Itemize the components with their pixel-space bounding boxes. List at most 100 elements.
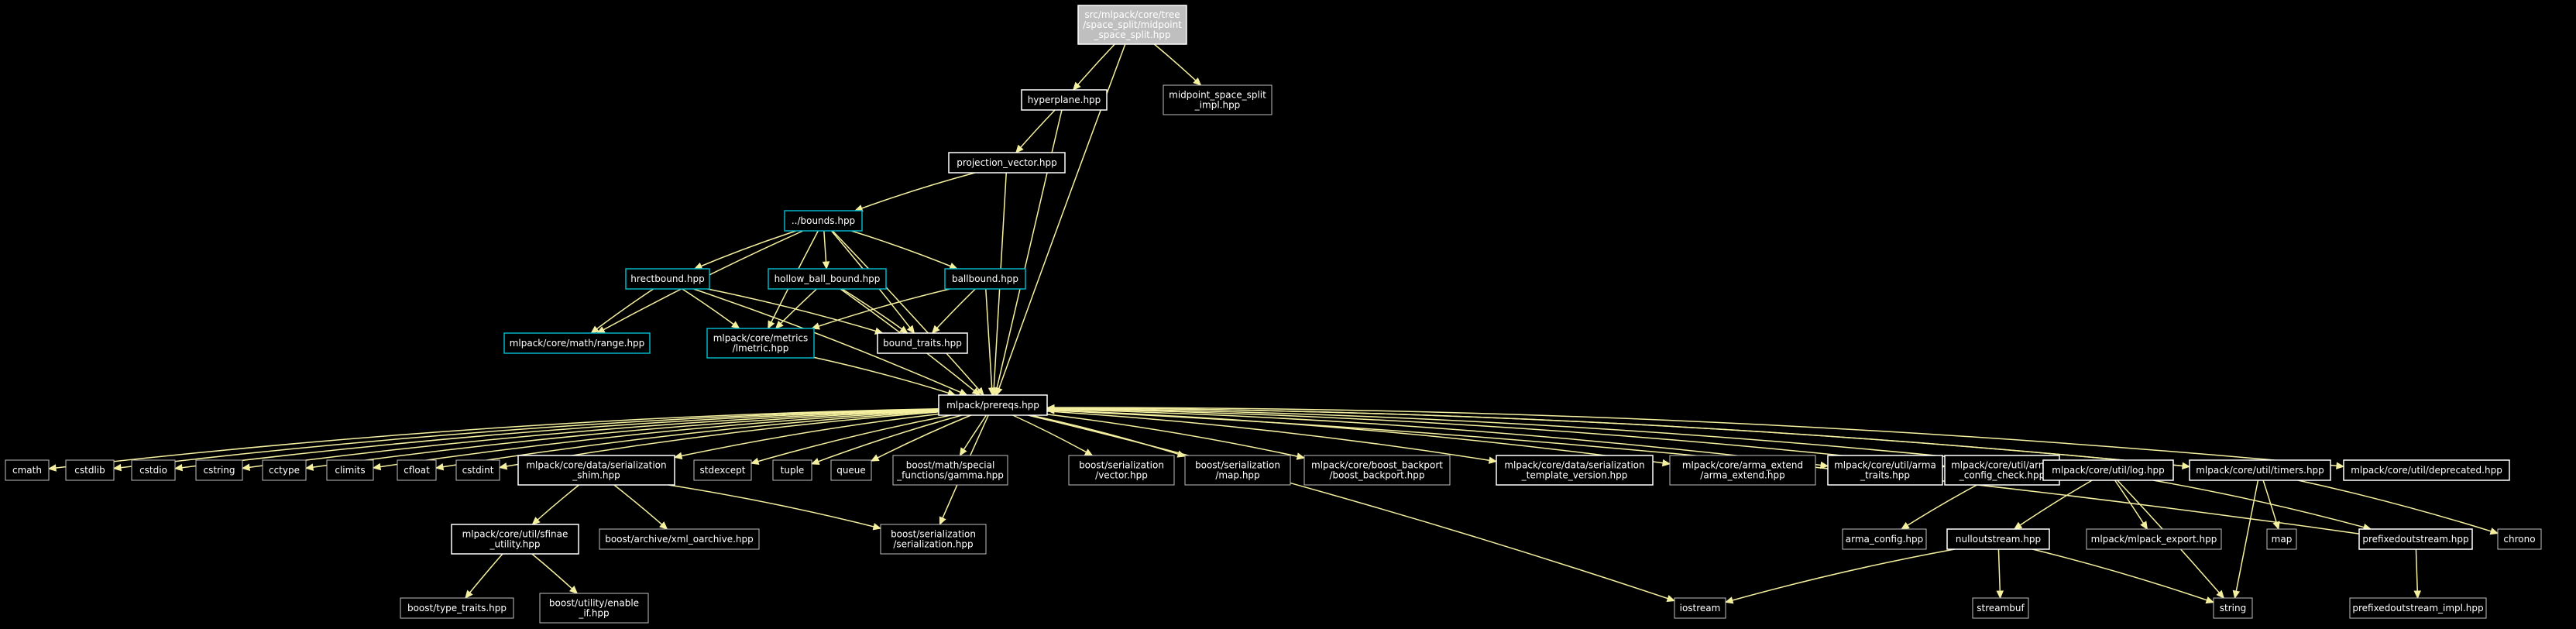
arrowhead bbox=[931, 325, 940, 334]
node-label: map bbox=[2272, 534, 2293, 545]
node-deprecated[interactable]: mlpack/core/util/deprecated.hpp bbox=[2343, 459, 2510, 481]
node-btraits[interactable]: bound_traits.hpp bbox=[877, 332, 968, 354]
node-label: mlpack/core/util/arma bbox=[1834, 460, 1936, 471]
node-label: mlpack/core/boost_backport bbox=[1311, 460, 1443, 471]
edge-line bbox=[994, 109, 1063, 396]
edge-prereqs-to-cfloat bbox=[434, 411, 939, 471]
arrowhead bbox=[1724, 596, 1734, 604]
arrowhead bbox=[987, 387, 996, 397]
edge-prereqs-to-cstring bbox=[241, 409, 939, 471]
node-box bbox=[65, 459, 115, 481]
node-cctype: cctype bbox=[262, 459, 307, 481]
node-template[interactable]: mlpack/core/data/serialization_template_… bbox=[1496, 455, 1654, 486]
nodes-layer: src/mlpack/core/tree/space_split/midpoin… bbox=[5, 5, 2542, 624]
edge-root-to-hyperplane bbox=[1072, 43, 1115, 91]
node-box bbox=[2343, 459, 2510, 481]
arrowhead bbox=[47, 464, 57, 472]
node-cstdint: cstdint bbox=[455, 459, 500, 481]
node-prereqs[interactable]: mlpack/prereqs.hpp bbox=[938, 394, 1048, 416]
arrowhead bbox=[1488, 456, 1498, 464]
node-armatraits[interactable]: mlpack/core/util/arma_traits.hpp bbox=[1827, 455, 1943, 486]
edge-prereqs-to-cstdio bbox=[173, 408, 939, 472]
node-bounds[interactable]: ../bounds.hpp bbox=[784, 210, 863, 232]
node-shim[interactable]: mlpack/core/data/serialization_shim.hpp bbox=[517, 455, 675, 486]
node-cstdio: cstdio bbox=[131, 459, 176, 481]
node-hrect[interactable]: hrectbound.hpp bbox=[625, 268, 710, 290]
node-label: bound_traits.hpp bbox=[883, 338, 962, 349]
edge-line bbox=[812, 288, 950, 329]
edge-line bbox=[1012, 414, 1093, 456]
node-label: queue bbox=[836, 465, 866, 476]
edge-root-to-midimpl bbox=[1153, 43, 1202, 86]
node-label: stdexcept bbox=[700, 465, 746, 476]
node-label: boost/archive/xml_oarchive.hpp bbox=[605, 534, 754, 545]
node-range[interactable]: mlpack/core/math/range.hpp bbox=[503, 332, 651, 354]
edge-line bbox=[305, 409, 939, 469]
node-prefixed[interactable]: prefixedoutstream.hpp bbox=[2358, 528, 2473, 550]
node-box bbox=[1972, 597, 2029, 619]
node-prefimpl: prefixedoutstream_impl.hpp bbox=[2349, 597, 2487, 619]
node-box bbox=[1021, 89, 1108, 111]
node-label: chrono bbox=[2503, 534, 2535, 545]
node-bsmap: boost/serialization/map.hpp bbox=[1184, 455, 1291, 486]
edge-shim-to-xmloa bbox=[613, 484, 668, 530]
node-label: ballbound.hpp bbox=[952, 273, 1018, 284]
node-label: mlpack/core/math/range.hpp bbox=[510, 338, 645, 349]
edge-shim-to-sfinae bbox=[531, 484, 580, 525]
node-box bbox=[2042, 459, 2174, 481]
node-hollow[interactable]: hollow_ball_bound.hpp bbox=[768, 268, 887, 290]
node-label: mlpack/core/data/serialization bbox=[526, 460, 666, 471]
edge-line bbox=[1046, 407, 1946, 467]
node-log[interactable]: mlpack/core/util/log.hpp bbox=[2042, 459, 2174, 481]
node-timers[interactable]: mlpack/core/util/timers.hpp bbox=[2189, 459, 2331, 481]
edge-line bbox=[1028, 414, 1675, 602]
edge-line bbox=[1901, 484, 1977, 530]
edge-line bbox=[851, 230, 958, 270]
arrowhead bbox=[750, 457, 760, 466]
node-box bbox=[768, 268, 887, 290]
node-box bbox=[2358, 528, 2473, 550]
node-label: _template_version.hpp bbox=[1521, 470, 1628, 481]
node-label: _shim.hpp bbox=[572, 470, 620, 481]
node-label: src/mlpack/core/tree bbox=[1084, 9, 1180, 20]
edge-line bbox=[2014, 479, 2093, 530]
node-label: /boost_backport.hpp bbox=[1329, 470, 1424, 481]
node-label: hrectbound.hpp bbox=[630, 273, 704, 284]
node-hyperplane[interactable]: hyperplane.hpp bbox=[1021, 89, 1108, 111]
node-box bbox=[195, 459, 243, 481]
node-ball[interactable]: ballbound.hpp bbox=[944, 268, 1026, 290]
edge-line bbox=[1046, 409, 1671, 465]
node-iostream: iostream bbox=[1674, 597, 1726, 619]
arrowhead bbox=[959, 447, 967, 457]
arrowhead bbox=[899, 325, 908, 334]
edge-hollow-to-btraits bbox=[841, 288, 908, 334]
node-label: boost/utility/enable bbox=[549, 598, 639, 609]
node-box bbox=[1303, 455, 1451, 486]
node-lmetric[interactable]: mlpack/core/metrics/lmetric.hpp bbox=[706, 328, 815, 359]
edge-line bbox=[854, 172, 976, 211]
node-box bbox=[539, 593, 649, 624]
edge-prereqs-to-iostream bbox=[1028, 414, 1676, 603]
node-label: midpoint_space_split bbox=[1169, 90, 1266, 101]
arrowhead bbox=[976, 387, 984, 396]
arrowhead bbox=[1661, 459, 1671, 467]
node-root[interactable]: src/mlpack/core/tree/space_split/midpoin… bbox=[1077, 5, 1187, 45]
node-sfinae[interactable]: mlpack/core/util/sfinae_utility.hpp bbox=[451, 524, 579, 555]
node-typetraits: boost/type_traits.hpp bbox=[400, 597, 514, 619]
edge-line bbox=[242, 409, 939, 469]
edge-line bbox=[435, 411, 939, 469]
node-armacfg[interactable]: mlpack/core/util/arma_config_check.hpp bbox=[1944, 455, 2060, 486]
node-label: /map.hpp bbox=[1215, 470, 1259, 481]
node-box bbox=[400, 597, 514, 619]
node-label: _space_split.hpp bbox=[1093, 29, 1170, 40]
node-projvec[interactable]: projection_vector.hpp bbox=[948, 152, 1066, 174]
node-box bbox=[599, 528, 760, 550]
node-box bbox=[503, 332, 651, 354]
arrowhead bbox=[971, 387, 981, 396]
node-label: mlpack/core/util/sfinae bbox=[462, 529, 568, 540]
arrowhead bbox=[2205, 596, 2215, 604]
node-enableif: boost/utility/enable_if.hpp bbox=[539, 593, 649, 624]
edge-armacfg-to-armaconfig bbox=[1901, 484, 1977, 530]
node-nullout[interactable]: nulloutstream.hpp bbox=[1946, 528, 2050, 550]
node-label: /space_split/midpoint bbox=[1083, 19, 1182, 30]
